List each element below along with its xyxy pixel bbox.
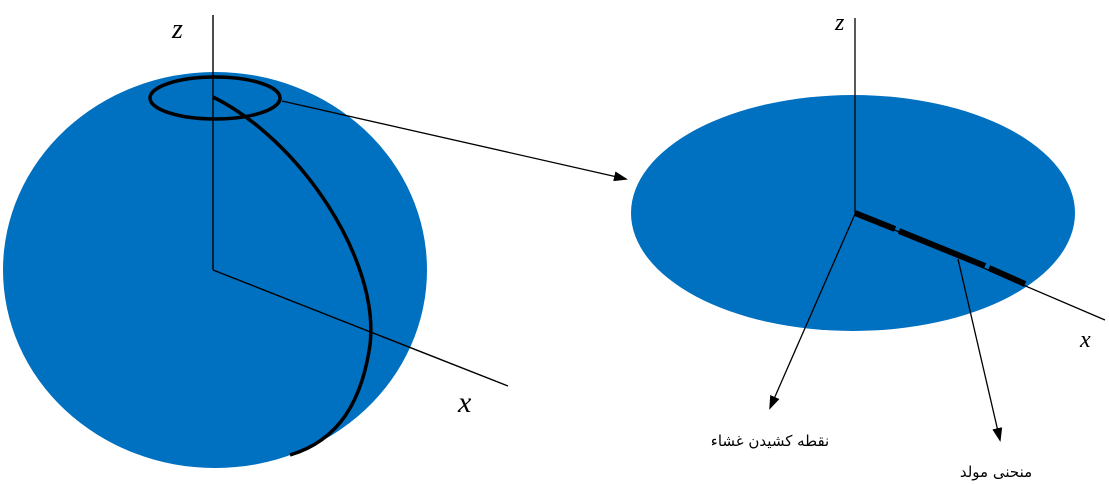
- sphere: [3, 72, 427, 468]
- left-z-label: z: [171, 14, 183, 45]
- generating-curve-arrow: [957, 258, 1003, 442]
- pull-point-label: نقطه کشیدن غشاء: [711, 432, 829, 450]
- left-sphere-figure: z x: [3, 14, 509, 468]
- disc: [631, 95, 1075, 331]
- right-generating-curve: [853, 210, 1027, 287]
- right-z-label: z: [834, 10, 845, 36]
- left-x-axis: [212, 269, 509, 387]
- generating-curve-label: منحنی مولد: [960, 463, 1032, 481]
- right-x-label: x: [1079, 327, 1091, 353]
- pole-highlight-ellipse: [148, 75, 282, 121]
- left-meridian-curve: [212, 95, 373, 457]
- left-x-label: x: [457, 386, 472, 419]
- right-disc-figure: z x نقطه کشیدن غشاء منحنی مولد: [631, 10, 1106, 481]
- pull-point-arrow: [769, 213, 856, 410]
- zoom-arrow: [281, 100, 628, 182]
